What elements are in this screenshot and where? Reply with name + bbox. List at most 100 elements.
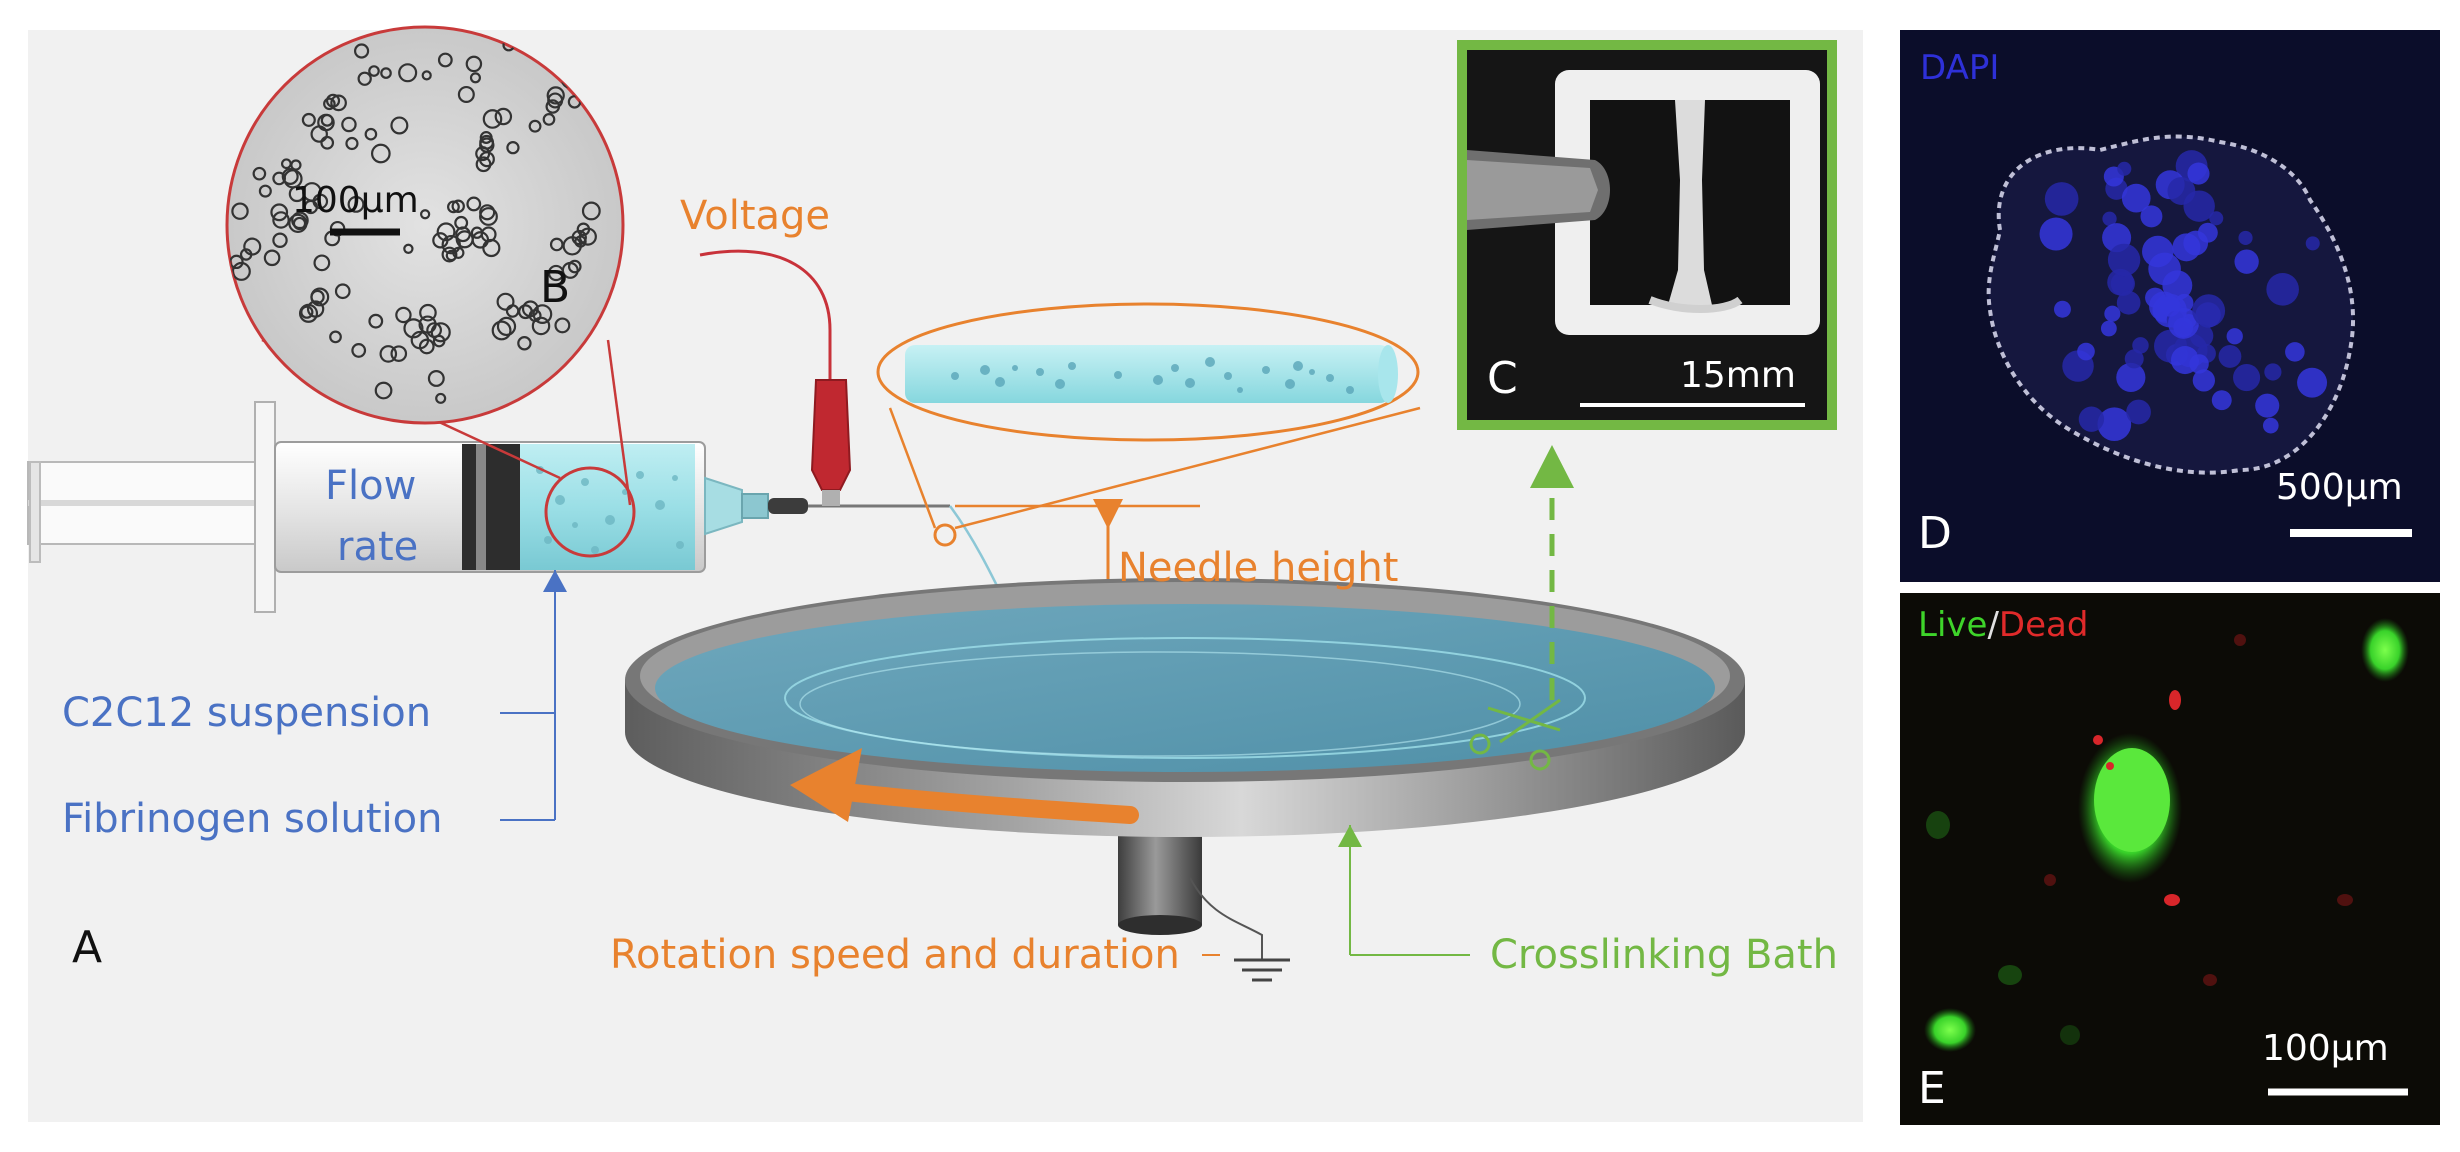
cell — [518, 304, 533, 320]
stain-separator: / — [1987, 605, 1999, 645]
cell — [390, 116, 409, 135]
cell — [390, 345, 408, 362]
cell — [420, 209, 431, 220]
cell — [301, 112, 316, 127]
cell — [465, 55, 483, 73]
nucleus — [2233, 364, 2261, 392]
cell — [451, 199, 465, 213]
voltage-label: Voltage — [680, 193, 831, 239]
cell — [243, 237, 262, 256]
cell — [272, 171, 286, 186]
nucleus — [2097, 407, 2132, 442]
nucleus — [2121, 183, 2151, 213]
nucleus — [2167, 177, 2196, 205]
cell — [427, 370, 445, 387]
panel-d-dapi-image — [1900, 30, 2440, 582]
cell — [531, 316, 551, 336]
cell — [432, 232, 449, 249]
cell — [368, 65, 380, 77]
nucleus — [2238, 230, 2253, 246]
nucleus — [2107, 243, 2141, 277]
nucleus — [2148, 252, 2181, 286]
cell — [479, 131, 493, 144]
cell — [272, 232, 288, 248]
cell — [419, 303, 437, 322]
cell — [469, 72, 481, 84]
cell — [323, 97, 336, 111]
cell — [432, 334, 446, 348]
cell — [571, 229, 587, 246]
cell — [496, 292, 515, 311]
cell — [549, 237, 564, 252]
crosslinking-bath-label: Crosslinking Bath — [1490, 932, 1838, 978]
cell — [496, 316, 517, 337]
nucleus — [2187, 162, 2210, 185]
cell — [517, 336, 532, 351]
panel-e-letter: E — [1918, 1063, 1946, 1114]
cell — [398, 63, 418, 83]
nucleus — [2189, 354, 2209, 374]
nucleus — [2132, 337, 2149, 354]
cell — [317, 113, 335, 132]
panel-d-stain-label: DAPI — [1920, 48, 2000, 88]
cell — [455, 226, 471, 243]
cell — [334, 283, 351, 300]
nucleus — [2102, 211, 2117, 226]
cell — [491, 320, 512, 341]
cell — [351, 343, 367, 358]
nucleus — [2100, 320, 2117, 337]
nucleus — [2117, 161, 2132, 176]
rotating-dish — [625, 578, 1745, 935]
nucleus — [2145, 287, 2166, 308]
nucleus — [2192, 369, 2215, 392]
cell — [479, 204, 496, 221]
cell — [546, 86, 565, 105]
cell — [281, 167, 299, 185]
panel-d-letter: D — [1918, 508, 1952, 559]
cell — [554, 317, 571, 334]
cell — [320, 135, 335, 150]
cell — [374, 381, 393, 400]
cell — [288, 213, 308, 233]
nucleus — [2183, 230, 2209, 256]
flow-rate-label-line1: Flow — [325, 463, 417, 509]
cell — [435, 392, 447, 404]
solution-pointer — [500, 570, 567, 821]
cell — [528, 119, 542, 133]
cell — [542, 113, 556, 126]
cell — [576, 222, 591, 237]
fiber-zoom — [876, 302, 1420, 442]
cell — [479, 207, 498, 226]
nucleus — [2234, 249, 2259, 274]
cell — [353, 43, 370, 59]
scissors-icon — [1469, 698, 1561, 771]
nucleus — [2110, 271, 2135, 296]
cell — [494, 107, 513, 126]
cell — [471, 231, 490, 249]
nucleus — [2077, 342, 2095, 361]
nucleus — [2266, 273, 2299, 306]
bath-pointer — [1338, 825, 1470, 956]
panel-b-letter: B — [540, 262, 571, 313]
cell — [436, 222, 456, 242]
panel-c-letter: C — [1487, 353, 1518, 404]
nucleus — [2305, 236, 2320, 251]
nucleus — [2116, 362, 2146, 393]
cell — [252, 166, 267, 181]
cell — [341, 116, 357, 133]
panel-c-photo — [1457, 40, 1837, 430]
panel-c-scale-label: 15mm — [1680, 355, 1796, 396]
panel-b-micrograph — [225, 25, 625, 425]
cell — [581, 201, 601, 221]
cell — [457, 85, 475, 103]
dead-label: Dead — [1998, 605, 2089, 645]
cell — [426, 322, 442, 338]
panel-a-letter: A — [72, 922, 103, 973]
cell — [403, 243, 414, 254]
cell — [329, 330, 342, 344]
flow-rate-label-line2: rate — [337, 524, 419, 570]
syringe — [27, 401, 950, 613]
cell — [479, 137, 495, 153]
ground-symbol — [1189, 877, 1290, 982]
cell — [313, 254, 331, 272]
